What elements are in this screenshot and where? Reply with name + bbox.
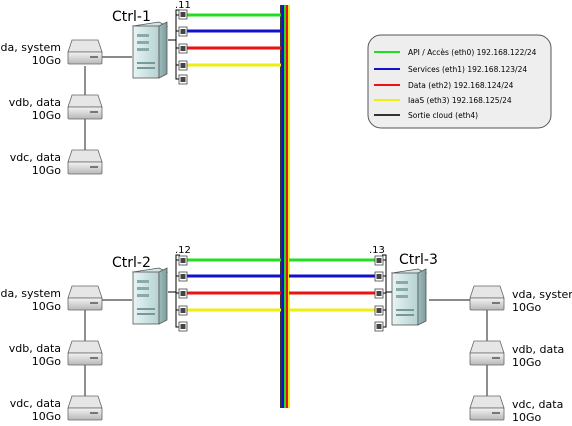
ctrl2-vdc-size: 10Go [32, 410, 62, 423]
network-port-icon [178, 271, 188, 282]
network-port-icon [178, 255, 188, 266]
svg-text:API / Accès (eth0) 192.168.122: API / Accès (eth0) 192.168.122/24 [408, 48, 537, 57]
ctrl3-name: Ctrl-3 [399, 252, 438, 268]
ctrl3-server-icon[interactable] [390, 268, 428, 326]
disk-icon[interactable] [67, 340, 103, 366]
ctrl1-vda-size: 10Go [32, 54, 62, 67]
network-port-icon [178, 26, 188, 37]
ctrl1-server-icon[interactable] [131, 21, 169, 79]
ctrl1-disks [67, 39, 103, 175]
network-port-icon [178, 305, 188, 316]
disk-icon[interactable] [469, 340, 505, 366]
network-port-icon [178, 9, 188, 20]
ctrl2-vdb-label: vdb, data [9, 342, 61, 355]
ctrl2-ports [178, 255, 188, 332]
ctrl1-vda-label: vda, system [0, 41, 61, 54]
network-port-icon [374, 271, 384, 282]
ctrl1-ports [178, 9, 188, 85]
ctrl3-vdb-size: 10Go [512, 356, 542, 369]
legend-box [367, 34, 552, 129]
ctrl2-nic-bracket [168, 254, 180, 328]
network-port-icon [178, 74, 188, 85]
ctrl2-name: Ctrl-2 [112, 255, 151, 271]
legend-item-eth1: Services (eth1) 192.168.123/24 [374, 65, 527, 74]
svg-text:Services (eth1) 192.168.123/24: Services (eth1) 192.168.123/24 [408, 65, 527, 74]
ctrl2-ip-suffix: .12 [175, 245, 191, 256]
disk-icon[interactable] [67, 285, 103, 311]
ctrl3-vda-size: 10Go [512, 301, 542, 314]
ctrl3-ports [374, 255, 384, 332]
legend: API / Accès (eth0) 192.168.122/24 Servic… [367, 34, 552, 129]
disk-icon[interactable] [67, 39, 103, 65]
ctrl3-vda-label: vda, system [512, 288, 572, 301]
legend-item-eth4: Sortie cloud (eth4) [374, 111, 478, 120]
legend-item-eth3: IaaS (eth3) 192.168.125/24 [374, 96, 512, 105]
ctrl2-vdc-label: vdc, data [10, 397, 61, 410]
ctrl3-vdb-label: vdb, data [512, 343, 564, 356]
network-port-icon [374, 321, 384, 332]
disk-icon[interactable] [469, 285, 505, 311]
disk-icon[interactable] [469, 395, 505, 421]
ctrl1-network-links [186, 13, 281, 67]
legend-item-eth2: Data (eth2) 192.168.124/24 [374, 81, 514, 90]
network-port-icon [178, 321, 188, 332]
ctrl1-vdb-size: 10Go [32, 109, 62, 122]
ctrl2-vda-size: 10Go [32, 300, 62, 313]
network-port-icon [178, 60, 188, 71]
network-port-icon [374, 288, 384, 299]
ctrl1-vdc-size: 10Go [32, 164, 62, 177]
ctrl2-server-icon[interactable] [131, 267, 169, 325]
ctrl2-network-links [186, 258, 281, 312]
ctrl3-ip-suffix: .13 [369, 245, 385, 256]
network-port-icon [178, 43, 188, 54]
svg-text:Sortie cloud (eth4): Sortie cloud (eth4) [408, 111, 478, 120]
network-port-icon [374, 255, 384, 266]
disk-icon[interactable] [67, 395, 103, 421]
ctrl1-vdc-label: vdc, data [10, 151, 61, 164]
ctrl3-disks [469, 285, 505, 421]
network-bus [280, 5, 290, 408]
ctrl3-nic-bracket [382, 254, 392, 328]
ctrl3-vdc-label: vdc, data [512, 398, 563, 411]
disk-icon[interactable] [67, 149, 103, 175]
ctrl3-network-links [289, 258, 378, 312]
ctrl2-vdb-size: 10Go [32, 355, 62, 368]
network-port-icon [178, 288, 188, 299]
ctrl1-ip-suffix: .11 [175, 0, 191, 11]
ctrl1-vdb-label: vdb, data [9, 96, 61, 109]
ctrl1-nic-bracket [168, 9, 180, 80]
network-port-icon [374, 305, 384, 316]
ctrl2-vda-label: vda, system [0, 287, 61, 300]
ctrl2-disks [67, 285, 103, 421]
ctrl1-name: Ctrl-1 [112, 9, 151, 25]
svg-text:Data (eth2) 192.168.124/24: Data (eth2) 192.168.124/24 [408, 81, 514, 90]
ctrl3-vdc-size: 10Go [512, 411, 542, 424]
legend-item-eth0: API / Accès (eth0) 192.168.122/24 [374, 48, 537, 57]
disk-icon[interactable] [67, 94, 103, 120]
svg-text:IaaS (eth3) 192.168.125/24: IaaS (eth3) 192.168.125/24 [408, 96, 512, 105]
